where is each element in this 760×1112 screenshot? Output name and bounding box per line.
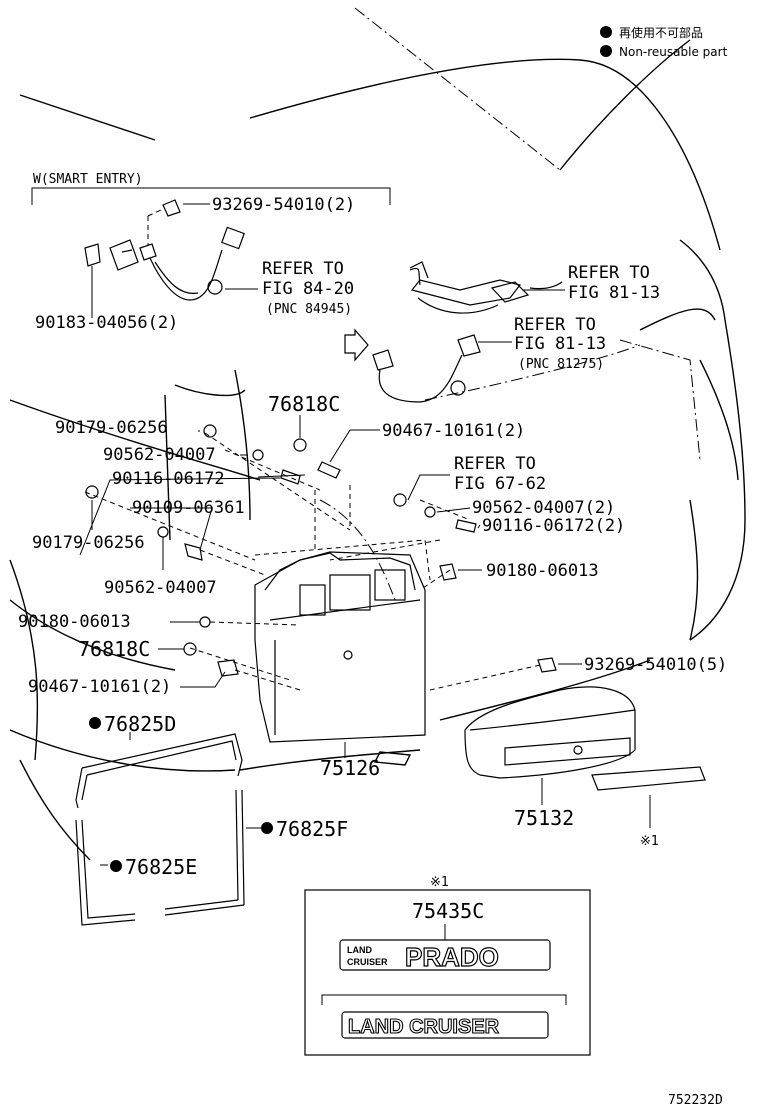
prado-emblem-main: PRADO — [405, 942, 499, 972]
legend-jp: 再使用不可部品 — [619, 25, 703, 40]
ref-67-62-line2: FIG 67-62 — [454, 474, 546, 494]
prado-emblem — [339, 939, 551, 971]
land-cruiser-emblem — [341, 1011, 549, 1039]
part-90180-06013-b: 90180-06013 — [486, 561, 599, 581]
ref-84-20-line3: (PNC 84945) — [266, 302, 352, 317]
ref-81-13b-line1: REFER TO — [514, 315, 596, 335]
part-76818c-a: 76818C — [268, 392, 340, 416]
clip-90179-icon — [203, 424, 217, 438]
legend-en: Non-reusable part — [619, 45, 728, 59]
clip-90179b-icon — [85, 485, 99, 499]
part-93269-54010-5: 93269-54010(5) — [584, 655, 727, 675]
part-90562-04007-a: 90562-04007 — [103, 445, 216, 465]
part-90562-04007-b: 90562-04007 — [104, 578, 217, 598]
part-76825f: 76825F — [276, 817, 348, 841]
clip-90180-icon — [199, 616, 211, 628]
part-labels: 93269-54010(2) 90183-04056(2) 90179-0625… — [18, 195, 727, 849]
land-cruiser-emblem-text: LAND CRUISER — [348, 1016, 500, 1038]
seal-labels: 76825D 76825F 76825E — [89, 712, 348, 879]
leader-lines — [79, 203, 651, 866]
clip-90180b-icon — [439, 563, 457, 581]
part-90180-06013-a: 90180-06013 — [18, 612, 131, 632]
back-door-trim-assembly — [84, 432, 541, 743]
part-90467-10161-b: 90467-10161(2) — [28, 677, 171, 697]
non-reusable-bullet-icon — [89, 717, 101, 729]
weatherstrip-seal — [75, 733, 245, 926]
non-reusable-bullet-icon — [110, 860, 122, 872]
figure-id: 752232D — [668, 1093, 723, 1108]
nut-90562b-icon — [157, 526, 169, 538]
part-76818c-b: 76818C — [78, 637, 150, 661]
ref-81-13a-line1: REFER TO — [568, 263, 650, 283]
ref-81-13b-line3: (PNC 81275) — [518, 357, 604, 372]
ref-84-20-line2: FIG 84-20 — [262, 279, 354, 299]
part-90467-10161-a: 90467-10161(2) — [382, 421, 525, 441]
vehicle-body-outline — [9, 7, 746, 861]
bolt-90467b-icon — [217, 659, 239, 677]
legend: 再使用不可部品 Non-reusable part — [600, 25, 728, 59]
part-75132: 75132 — [514, 806, 574, 830]
part-90116-06172-a: 90116-06172 — [112, 469, 225, 489]
part-90179-06256-a: 90179-06256 — [55, 418, 168, 438]
smart-entry-group: W(SMART ENTRY) — [31, 172, 391, 205]
prado-emblem-cruiser: CRUISER — [347, 957, 388, 967]
smart-entry-label: W(SMART ENTRY) — [33, 172, 143, 187]
reference-notes: REFER TO FIG 84-20 (PNC 84945) REFER TO … — [262, 259, 660, 494]
non-reusable-bullet-icon — [600, 26, 612, 38]
ref-81-13b-line2: FIG 81-13 — [514, 334, 606, 354]
emblem-box: ※1 75435C LAND CRUISER PRADO LAND CRUISE… — [304, 875, 591, 1056]
wiring-harness-right — [344, 261, 563, 403]
nut-90562-icon — [252, 449, 264, 461]
clip-76818-icon — [293, 438, 307, 452]
part-90562-04007-c: 90562-04007(2) — [472, 498, 615, 518]
screw-90109-icon — [184, 543, 203, 561]
nut-90562c-icon — [424, 506, 436, 518]
ref-84-20-line1: REFER TO — [262, 259, 344, 279]
clip-90179c-icon — [393, 493, 407, 507]
back-door-garnish — [464, 686, 706, 791]
part-90109-06361: 90109-06361 — [132, 498, 245, 518]
part-90116-06172-b: 90116-06172(2) — [482, 516, 625, 536]
part-90183-04056: 90183-04056(2) — [35, 313, 178, 333]
note-mark-1: ※1 — [640, 834, 659, 849]
non-reusable-bullet-icon — [600, 45, 612, 57]
non-reusable-bullet-icon — [261, 822, 273, 834]
part-76825d: 76825D — [104, 712, 176, 736]
ref-81-13a-line2: FIG 81-13 — [568, 283, 660, 303]
screw-90116b-icon — [455, 519, 477, 533]
screw-90116-icon — [280, 469, 301, 485]
part-75435c: 75435C — [412, 899, 484, 923]
part-93269-54010-2: 93269-54010(2) — [212, 195, 355, 215]
prado-emblem-land: LAND — [347, 945, 372, 955]
bolt-90467-icon — [317, 461, 341, 479]
box-note-mark: ※1 — [430, 875, 449, 890]
ref-67-62-line1: REFER TO — [454, 454, 536, 474]
emblem-box-frame — [304, 889, 591, 1056]
smart-entry-switch-assembly — [84, 199, 245, 301]
part-90179-06256-b: 90179-06256 — [32, 533, 145, 553]
part-76825e: 76825E — [125, 855, 197, 879]
part-75126: 75126 — [320, 756, 380, 780]
screw-93269-icon — [537, 657, 557, 673]
